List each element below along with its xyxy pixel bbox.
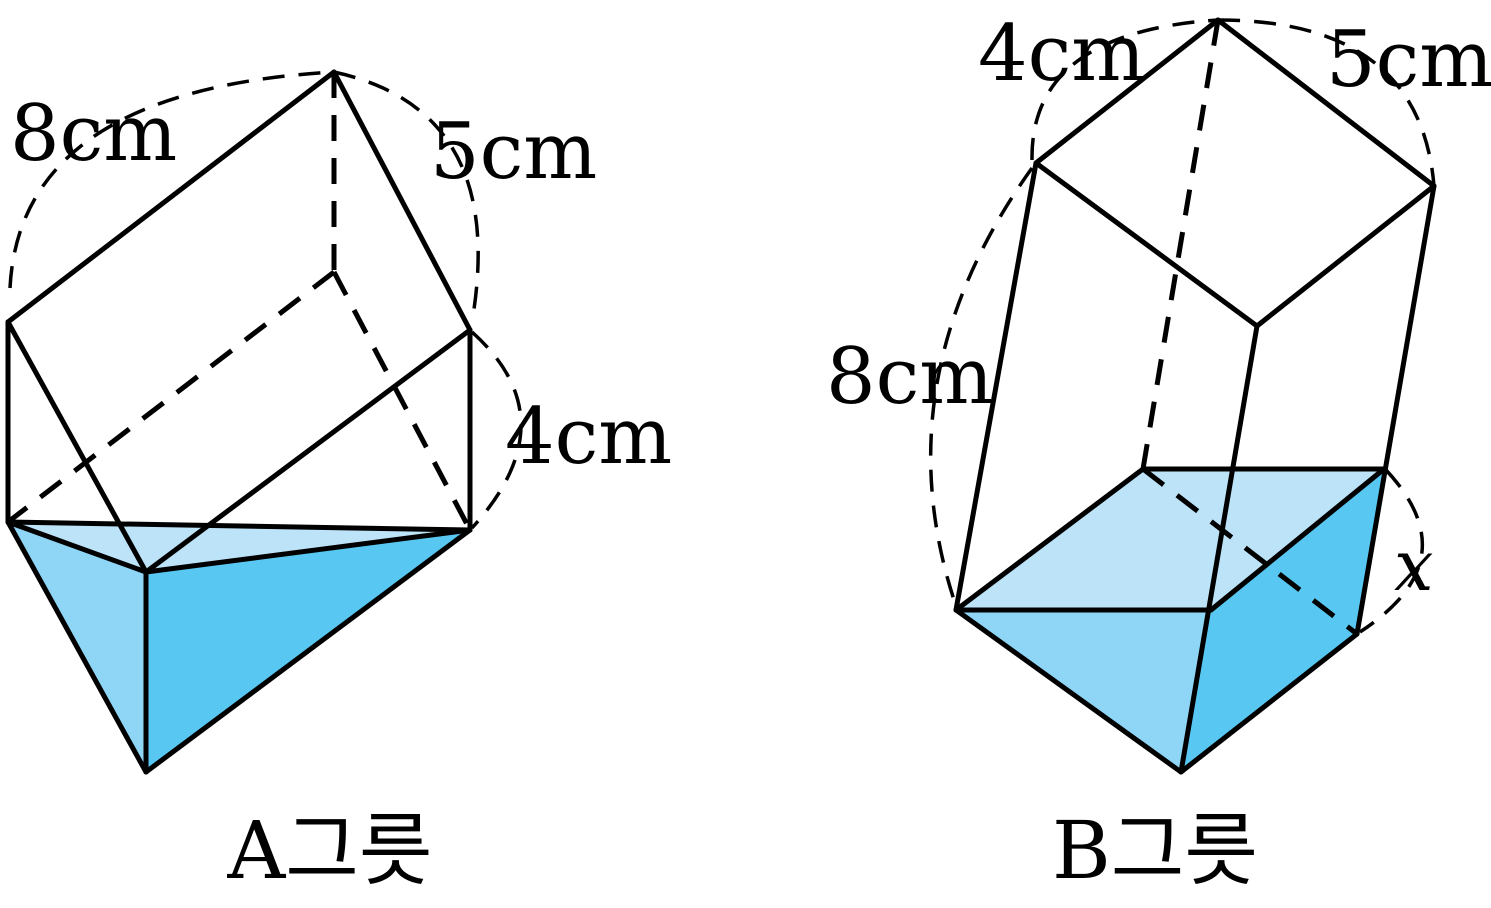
container-a-edge-mid-left (5, 319, 149, 575)
container-b-water-edge-right (1208, 466, 1387, 613)
container-b-edge-left-vertical (953, 160, 1039, 613)
container-a-hidden-edge-left (6, 270, 336, 524)
container-a-edge-bottom-right (143, 527, 473, 775)
container-a-edge-mid-right (143, 327, 473, 575)
container-b-edge-top-left (1033, 17, 1221, 166)
container-a-water-edge-right (143, 527, 473, 575)
container-b-water-top (956, 469, 1384, 610)
container-a-height-arc (470, 330, 523, 530)
container-b-water-height-label: x (1394, 525, 1433, 607)
container-a-height-label: 4cm (505, 392, 672, 482)
container-a-edge-bottom-left (5, 519, 149, 775)
container-b-water-edge-left (953, 466, 1146, 613)
container-b-hidden-edge-bottom (1141, 467, 1359, 636)
container-a-width-label: 5cm (430, 107, 597, 197)
container-b-edge-right-vertical (1354, 183, 1437, 637)
container-b-edge-bottom-left (953, 607, 1184, 775)
container-b-water-right-face (1181, 469, 1384, 772)
container-b-water-left-face (956, 610, 1211, 772)
container-b-edge-bottom-right (1178, 631, 1360, 775)
container-a-caption: A그릇 (227, 804, 433, 897)
container-b-edge-top-front-left (1033, 160, 1260, 329)
container-b-hidden-edge-vertical (1140, 19, 1221, 470)
container-b-width-label: 4cm (978, 9, 1145, 99)
container-a-water-edge-back (5, 519, 473, 533)
container-b: 4cm 5cm 8cm x B그릇 (826, 9, 1491, 897)
container-b-edge-top-right (1215, 17, 1437, 189)
container-a: 8cm 5cm 4cm A그릇 (5, 69, 672, 897)
container-a-edge-top-left (5, 69, 337, 325)
container-b-depth-arc (1217, 18, 1436, 187)
container-a-width-arc (333, 70, 480, 323)
container-b-caption: B그릇 (1052, 804, 1258, 897)
container-a-hidden-edge-right (331, 270, 473, 532)
container-a-length-arc (8, 70, 335, 289)
container-b-height-arc (928, 166, 1034, 607)
container-b-edge-top-front-right (1254, 183, 1437, 329)
container-a-water-edge-left (5, 519, 149, 575)
container-b-width-arc (1030, 18, 1219, 161)
container-a-length-label: 8cm (10, 89, 177, 179)
container-b-depth-label: 5cm (1326, 15, 1491, 105)
container-b-edge-front-vertical (1178, 323, 1260, 775)
container-b-height-label: 8cm (826, 332, 993, 422)
container-a-edge-top-right (331, 69, 473, 333)
